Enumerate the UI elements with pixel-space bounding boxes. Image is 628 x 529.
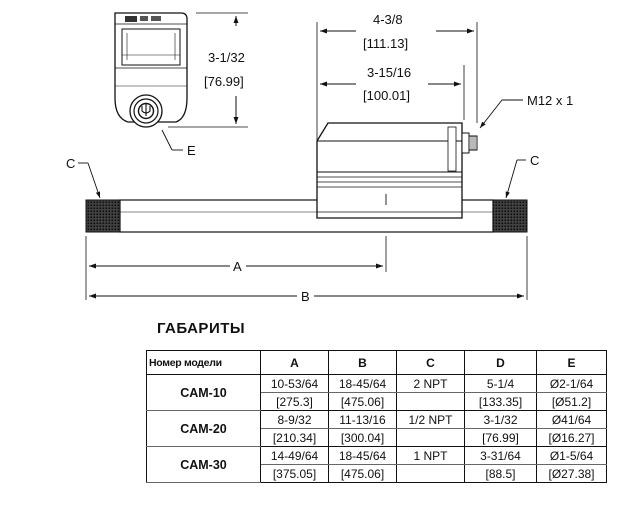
table-row: CAM-30 14-49/64 18-45/64 1 NPT 3-31/64 Ø… bbox=[146, 446, 607, 483]
connector-stub bbox=[461, 132, 478, 154]
technical-drawing: 3-1/32 [76.99] E 4-3/8 [111.13] 3-15/16 … bbox=[66, 12, 573, 304]
table-row: [275.3] [475.06] [133.35] [Ø51.2] bbox=[147, 392, 607, 411]
header-e: E bbox=[536, 350, 607, 375]
table-cell bbox=[396, 428, 465, 447]
table-cell: Ø1-5/64 bbox=[536, 446, 607, 465]
side-height-frac-text: 3-1/32 bbox=[208, 50, 245, 65]
table-cell: [300.04] bbox=[328, 428, 397, 447]
header-model: Номер модели bbox=[146, 350, 261, 375]
table-cell: [375.05] bbox=[260, 464, 329, 483]
header-b: B bbox=[328, 350, 397, 375]
table-cell: Ø2-1/64 bbox=[536, 374, 607, 393]
label-e-text: E bbox=[187, 143, 196, 158]
table-cell: [Ø16.27] bbox=[536, 428, 607, 447]
table-cell: [210.34] bbox=[260, 428, 329, 447]
table-cell: 10-53/64 bbox=[260, 374, 329, 393]
model-cell: CAM-20 bbox=[146, 410, 261, 447]
header-d: D bbox=[464, 350, 537, 375]
label-e-leader: E bbox=[161, 129, 196, 158]
table-row: [375.05] [475.06] [88.5] [Ø27.38] bbox=[147, 464, 607, 483]
body-length-mm-text: [100.01] bbox=[363, 88, 410, 103]
label-c-right: C bbox=[505, 153, 539, 199]
body-length-frac-text: 3-15/16 bbox=[367, 65, 411, 80]
dimension-a: A bbox=[89, 259, 383, 274]
table-cell: 14-49/64 bbox=[260, 446, 329, 465]
table-cell: 2 NPT bbox=[396, 374, 465, 393]
table-cell: [76.99] bbox=[464, 428, 537, 447]
table-row: CAM-20 8-9/32 11-13/16 1/2 NPT 3-1/32 Ø4… bbox=[146, 410, 607, 447]
table-cell: Ø41/64 bbox=[536, 410, 607, 429]
label-c-left-text: C bbox=[66, 156, 75, 171]
header-a: A bbox=[260, 350, 329, 375]
dimension-body-length: 3-15/16 [100.01] bbox=[320, 65, 465, 120]
side-height-mm-text: [76.99] bbox=[204, 74, 244, 89]
connector-label-text: M12 x 1 bbox=[527, 93, 573, 108]
sensor-side-view bbox=[114, 12, 188, 128]
label-c-right-text: C bbox=[530, 153, 539, 168]
table-cell: 18-45/64 bbox=[328, 374, 397, 393]
dimension-side-height: 3-1/32 [76.99] bbox=[168, 12, 248, 128]
model-cell: CAM-30 bbox=[146, 446, 261, 483]
overall-length-mm-text: [111.13] bbox=[363, 36, 408, 51]
table-cell: [Ø51.2] bbox=[536, 392, 607, 411]
table-cell: 3-1/32 bbox=[464, 410, 537, 429]
connector-end-icon bbox=[129, 94, 163, 128]
header-c: C bbox=[396, 350, 465, 375]
label-c-left: C bbox=[66, 156, 101, 199]
table-cell bbox=[396, 392, 465, 411]
dimension-overall-length: 4-3/8 [111.13] bbox=[316, 12, 478, 140]
dimension-b: B bbox=[89, 289, 524, 304]
table-cell: 18-45/64 bbox=[328, 446, 397, 465]
table-cell: 11-13/16 bbox=[328, 410, 397, 429]
connector-label-leader: M12 x 1 bbox=[479, 93, 573, 129]
table-cell: 8-9/32 bbox=[260, 410, 329, 429]
dimensions-table: Номер модели A B C D E CAM-10 10-53/64 1… bbox=[146, 350, 607, 483]
table-cell: 1/2 NPT bbox=[396, 410, 465, 429]
sensor-body bbox=[316, 122, 463, 219]
label-a-text: A bbox=[233, 259, 242, 274]
table-row: CAM-10 10-53/64 18-45/64 2 NPT 5-1/4 Ø2-… bbox=[146, 374, 607, 411]
table-header-row: Номер модели A B C D E bbox=[146, 350, 607, 375]
table-cell: 1 NPT bbox=[396, 446, 465, 465]
dimensions-title: ГАБАРИТЫ bbox=[157, 320, 246, 337]
table-cell: [Ø27.38] bbox=[536, 464, 607, 483]
table-cell: [475.06] bbox=[328, 392, 397, 411]
table-cell: [475.06] bbox=[328, 464, 397, 483]
table-cell: [133.35] bbox=[464, 392, 537, 411]
label-b-text: B bbox=[301, 289, 310, 304]
overall-length-frac-text: 4-3/8 bbox=[373, 12, 403, 27]
table-cell: 5-1/4 bbox=[464, 374, 537, 393]
table-cell: 3-31/64 bbox=[464, 446, 537, 465]
table-cell: [275.3] bbox=[260, 392, 329, 411]
model-cell: CAM-10 bbox=[146, 374, 261, 411]
table-cell bbox=[396, 464, 465, 483]
table-cell: [88.5] bbox=[464, 464, 537, 483]
